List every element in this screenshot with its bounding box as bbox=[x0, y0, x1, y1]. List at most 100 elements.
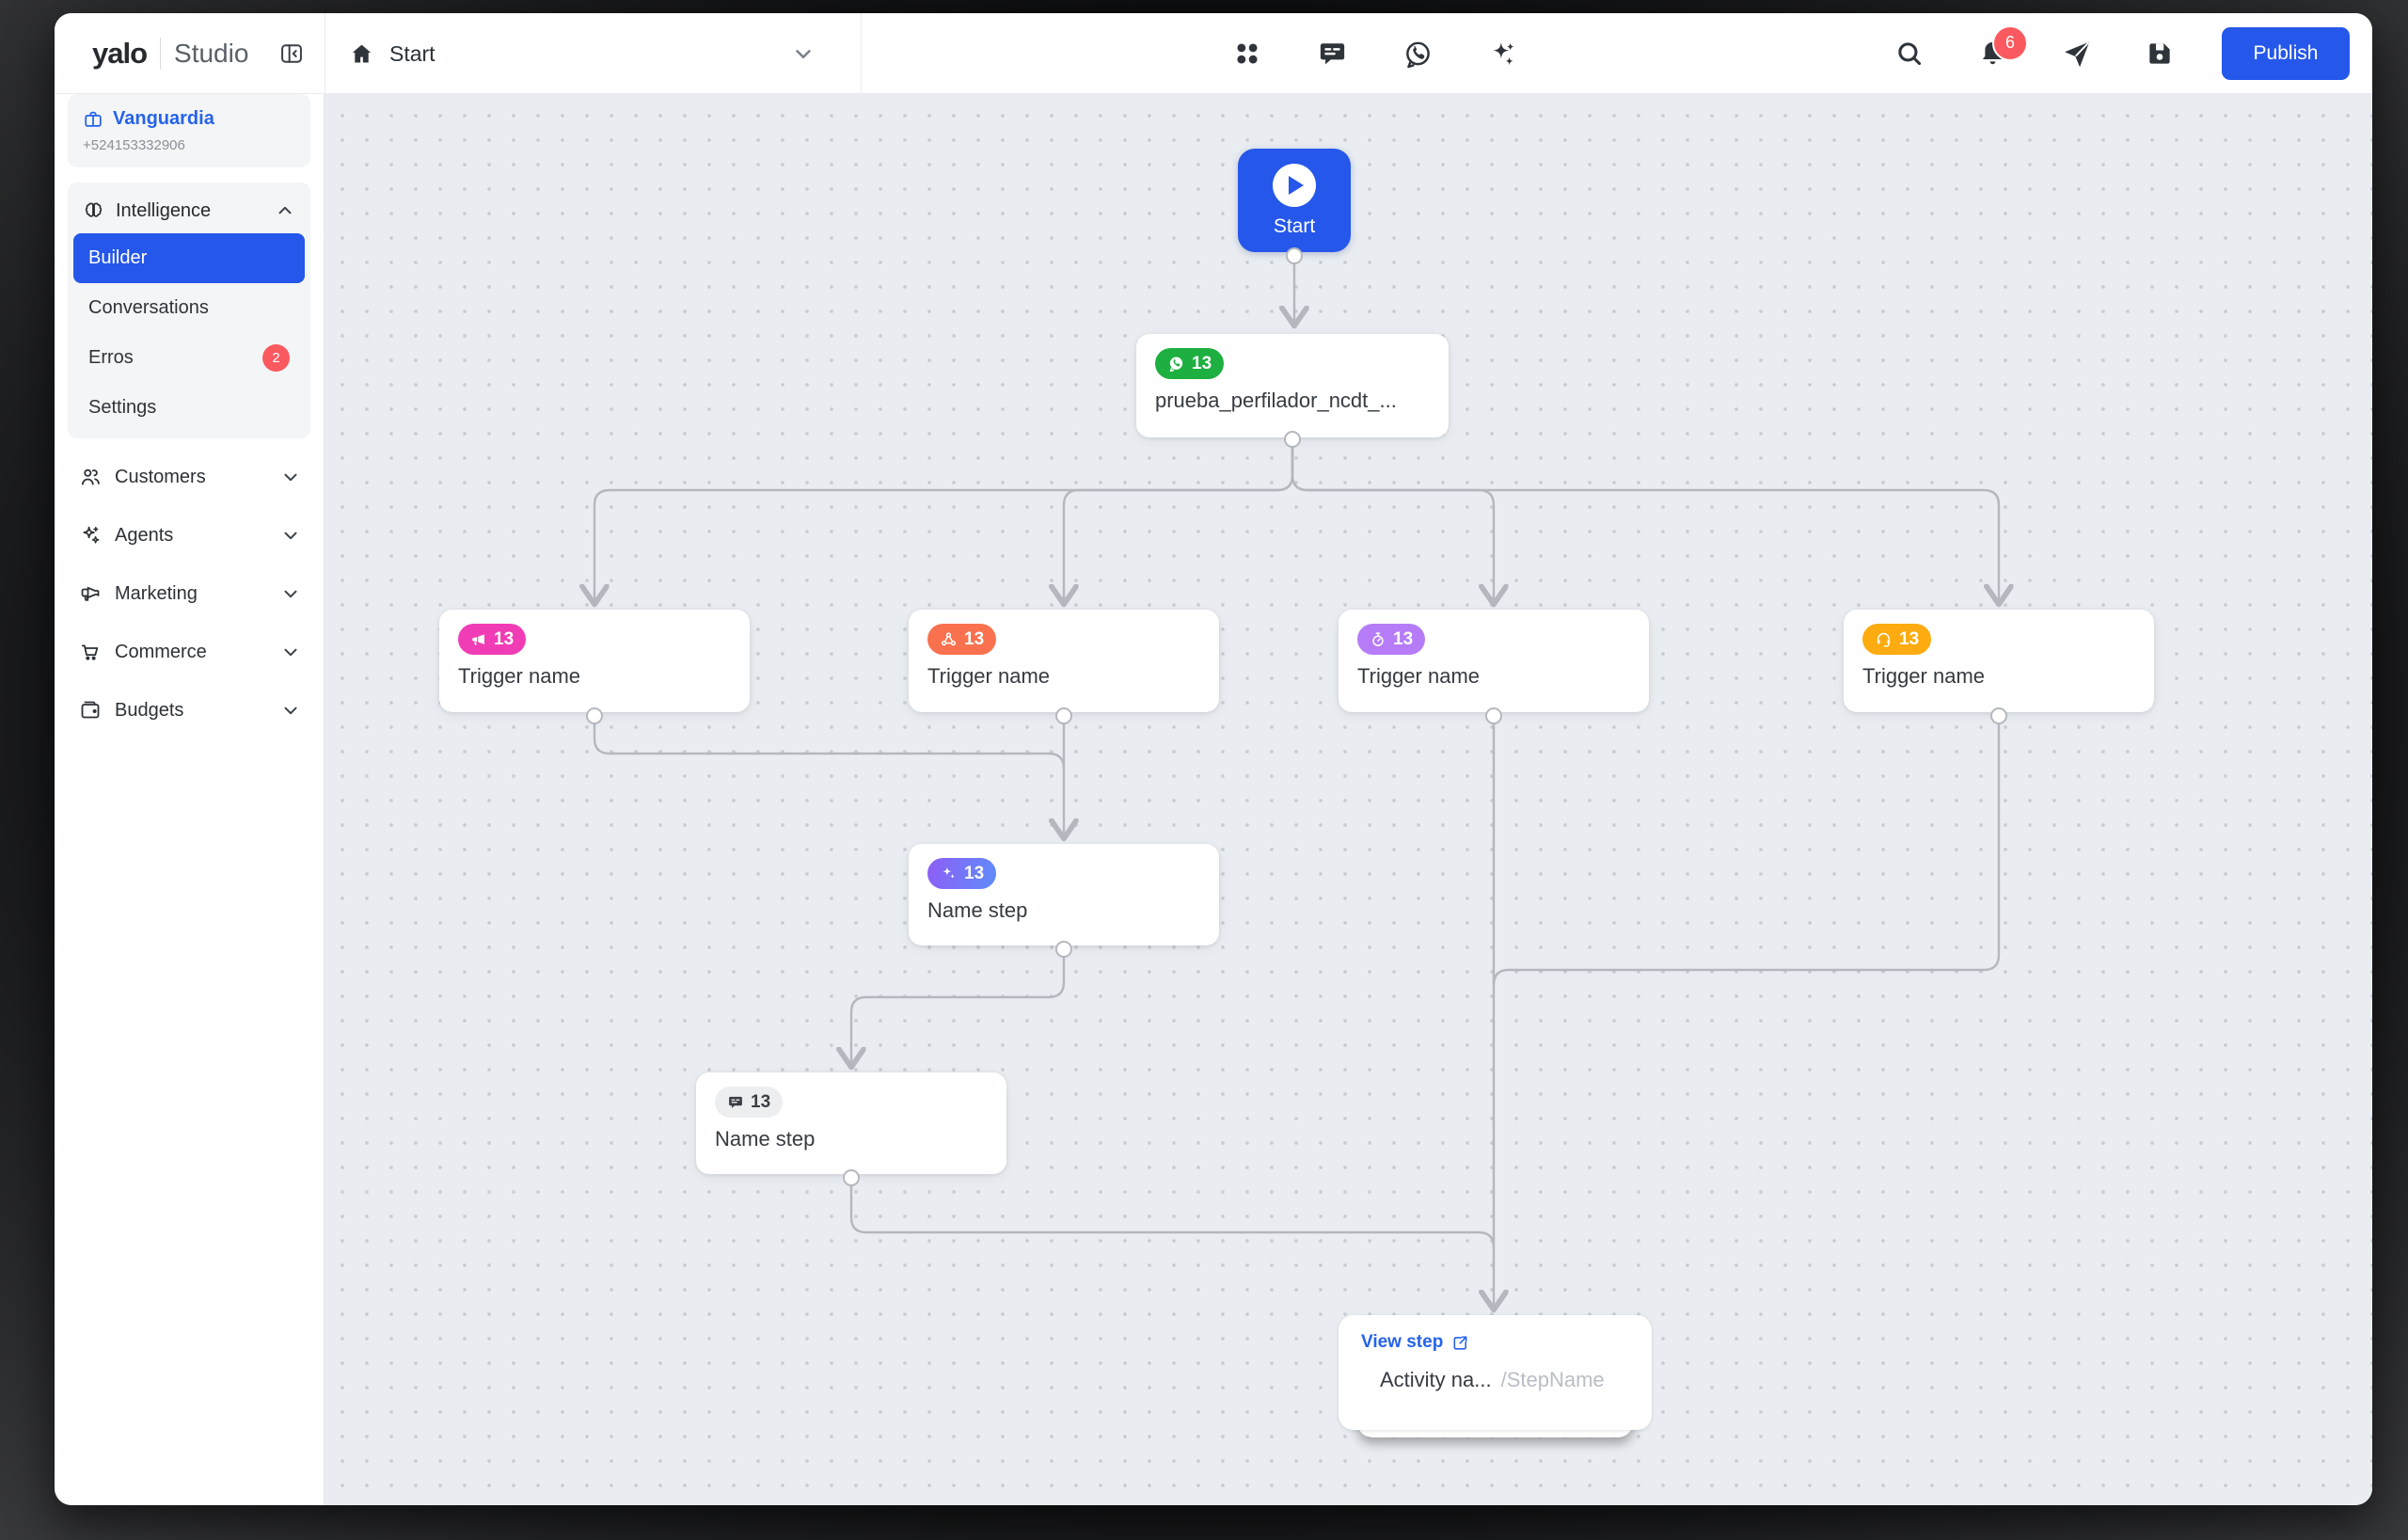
chevron-down-icon bbox=[791, 41, 816, 66]
sidebar: Vanguardia +524153332906 Intelligence Bu… bbox=[55, 94, 325, 1505]
sidebar-item-builder[interactable]: Builder bbox=[73, 233, 305, 283]
intelligence-group: Intelligence Builder Conversations Erros… bbox=[68, 183, 310, 438]
message-count-badge: 13 bbox=[715, 1087, 784, 1118]
port-step2-out[interactable] bbox=[843, 1169, 860, 1186]
notification-badge: 6 bbox=[1992, 24, 2028, 61]
chevron-down-icon bbox=[280, 583, 301, 604]
chevron-down-icon bbox=[280, 467, 301, 487]
grid-icon[interactable] bbox=[1232, 39, 1262, 69]
webhook-icon bbox=[941, 632, 957, 646]
wallet-icon bbox=[79, 699, 102, 722]
sidebar-item-agents[interactable]: Agents bbox=[55, 506, 324, 564]
sidebar-item-erros[interactable]: Erros 2 bbox=[73, 333, 305, 383]
external-link-icon bbox=[1451, 1334, 1469, 1352]
budgets-label: Budgets bbox=[115, 699, 184, 721]
timer-icon bbox=[1372, 631, 1384, 646]
org-name: Vanguardia bbox=[113, 108, 214, 129]
notifications[interactable]: 6 bbox=[1977, 24, 2028, 70]
sidebar-item-conversations[interactable]: Conversations bbox=[73, 283, 305, 333]
sidebar-item-marketing[interactable]: Marketing bbox=[55, 564, 324, 623]
node-trigger-1[interactable]: 13 Trigger name bbox=[439, 610, 750, 712]
headset-icon bbox=[1877, 632, 1891, 647]
node-label: Trigger name bbox=[458, 664, 581, 688]
node-label: Trigger name bbox=[1862, 664, 1986, 688]
sparkles-icon[interactable] bbox=[1488, 39, 1518, 69]
sidebar-item-settings[interactable]: Settings bbox=[73, 383, 305, 433]
node-label: Name step bbox=[715, 1127, 816, 1151]
campaign-count-badge: 13 bbox=[458, 624, 527, 655]
chat-icon[interactable] bbox=[1317, 39, 1348, 70]
flow-canvas[interactable] bbox=[325, 94, 2372, 1505]
node-name-step-1[interactable]: 13 Name step bbox=[909, 844, 1219, 945]
collapse-sidebar-icon[interactable] bbox=[278, 40, 305, 67]
node-name-step-2[interactable]: 13 Name step bbox=[696, 1072, 1006, 1174]
node-label: Trigger name bbox=[927, 664, 1051, 688]
logo: yalo Studio bbox=[92, 13, 248, 94]
port-step1-out[interactable] bbox=[1055, 941, 1072, 958]
whatsapp-count-badge: 13 bbox=[1155, 348, 1225, 379]
flow-selector[interactable]: Start bbox=[325, 13, 861, 94]
error-count-badge: 2 bbox=[262, 344, 290, 372]
sparkles-icon bbox=[79, 524, 102, 547]
search-icon[interactable] bbox=[1894, 39, 1925, 69]
sidebar-item-budgets[interactable]: Budgets bbox=[55, 681, 324, 739]
sidebar-item-intelligence[interactable]: Intelligence bbox=[73, 188, 305, 233]
send-icon[interactable] bbox=[2061, 39, 2092, 70]
cart-icon bbox=[79, 641, 102, 663]
publish-button[interactable]: Publish bbox=[2222, 27, 2350, 80]
builder-label: Builder bbox=[88, 247, 148, 268]
topbar-separator-2 bbox=[861, 13, 862, 94]
badge-count: 13 bbox=[751, 1091, 771, 1112]
node-label: Name step bbox=[927, 898, 1028, 922]
node-trigger-2[interactable]: 13 Trigger name bbox=[909, 610, 1219, 712]
commerce-label: Commerce bbox=[115, 641, 207, 662]
port-trigger4-out[interactable] bbox=[1990, 707, 2007, 724]
view-step-label: View step bbox=[1361, 1332, 1444, 1352]
topbar-right: 6 Publish bbox=[1894, 13, 2350, 94]
chevron-down-icon bbox=[280, 642, 301, 662]
node-trigger-3[interactable]: 13 Trigger name bbox=[1339, 610, 1649, 712]
webhook-count-badge: 13 bbox=[927, 624, 997, 655]
chevron-down-icon bbox=[280, 700, 301, 721]
port-trigger1-out[interactable] bbox=[586, 707, 603, 724]
play-icon bbox=[1273, 163, 1316, 207]
sidebar-item-customers[interactable]: Customers bbox=[55, 448, 324, 506]
node-label: prueba_perfilador_ncdt_... bbox=[1155, 389, 1397, 412]
node-main-flow[interactable]: 13 prueba_perfilador_ncdt_... bbox=[1136, 334, 1449, 437]
save-icon[interactable] bbox=[2145, 39, 2175, 69]
activity-name: Activity na... bbox=[1380, 1368, 1492, 1391]
badge-count: 13 bbox=[964, 628, 985, 649]
sparkles-icon bbox=[943, 866, 956, 880]
step-name-placeholder: /StepName bbox=[1500, 1368, 1605, 1391]
customers-label: Customers bbox=[115, 466, 206, 487]
people-icon bbox=[79, 466, 102, 488]
org-card[interactable]: Vanguardia +524153332906 bbox=[68, 94, 310, 167]
node-label: Trigger name bbox=[1357, 664, 1481, 688]
topbar: yalo Studio Start bbox=[55, 13, 2372, 94]
port-trigger3-out[interactable] bbox=[1485, 707, 1502, 724]
badge-count: 13 bbox=[1192, 353, 1212, 373]
whatsapp-icon[interactable] bbox=[1402, 39, 1434, 70]
app-window: yalo Studio Start bbox=[55, 13, 2372, 1505]
node-start[interactable]: Start bbox=[1238, 149, 1351, 252]
flow-selector-label: Start bbox=[389, 40, 436, 66]
conversations-label: Conversations bbox=[88, 297, 209, 318]
node-trigger-4[interactable]: 13 Trigger name bbox=[1844, 610, 2154, 712]
briefcase-icon bbox=[83, 109, 103, 130]
home-icon bbox=[349, 41, 374, 67]
marketing-label: Marketing bbox=[115, 582, 198, 604]
view-step-link[interactable]: View step bbox=[1361, 1332, 1631, 1353]
port-start-out[interactable] bbox=[1286, 247, 1303, 264]
megaphone-icon bbox=[79, 582, 102, 605]
whatsapp-icon bbox=[1169, 357, 1183, 373]
port-main-out[interactable] bbox=[1284, 431, 1301, 448]
timer-count-badge: 13 bbox=[1357, 624, 1426, 655]
badge-count: 13 bbox=[964, 863, 985, 883]
agents-label: Agents bbox=[115, 524, 174, 546]
node-activity[interactable]: View step Activity na... /StepName bbox=[1339, 1315, 1652, 1430]
org-phone: +524153332906 bbox=[83, 137, 185, 153]
port-trigger2-out[interactable] bbox=[1055, 707, 1072, 724]
sidebar-item-commerce[interactable]: Commerce bbox=[55, 623, 324, 681]
ai-count-badge: 13 bbox=[927, 858, 997, 889]
badge-count: 13 bbox=[494, 628, 515, 649]
